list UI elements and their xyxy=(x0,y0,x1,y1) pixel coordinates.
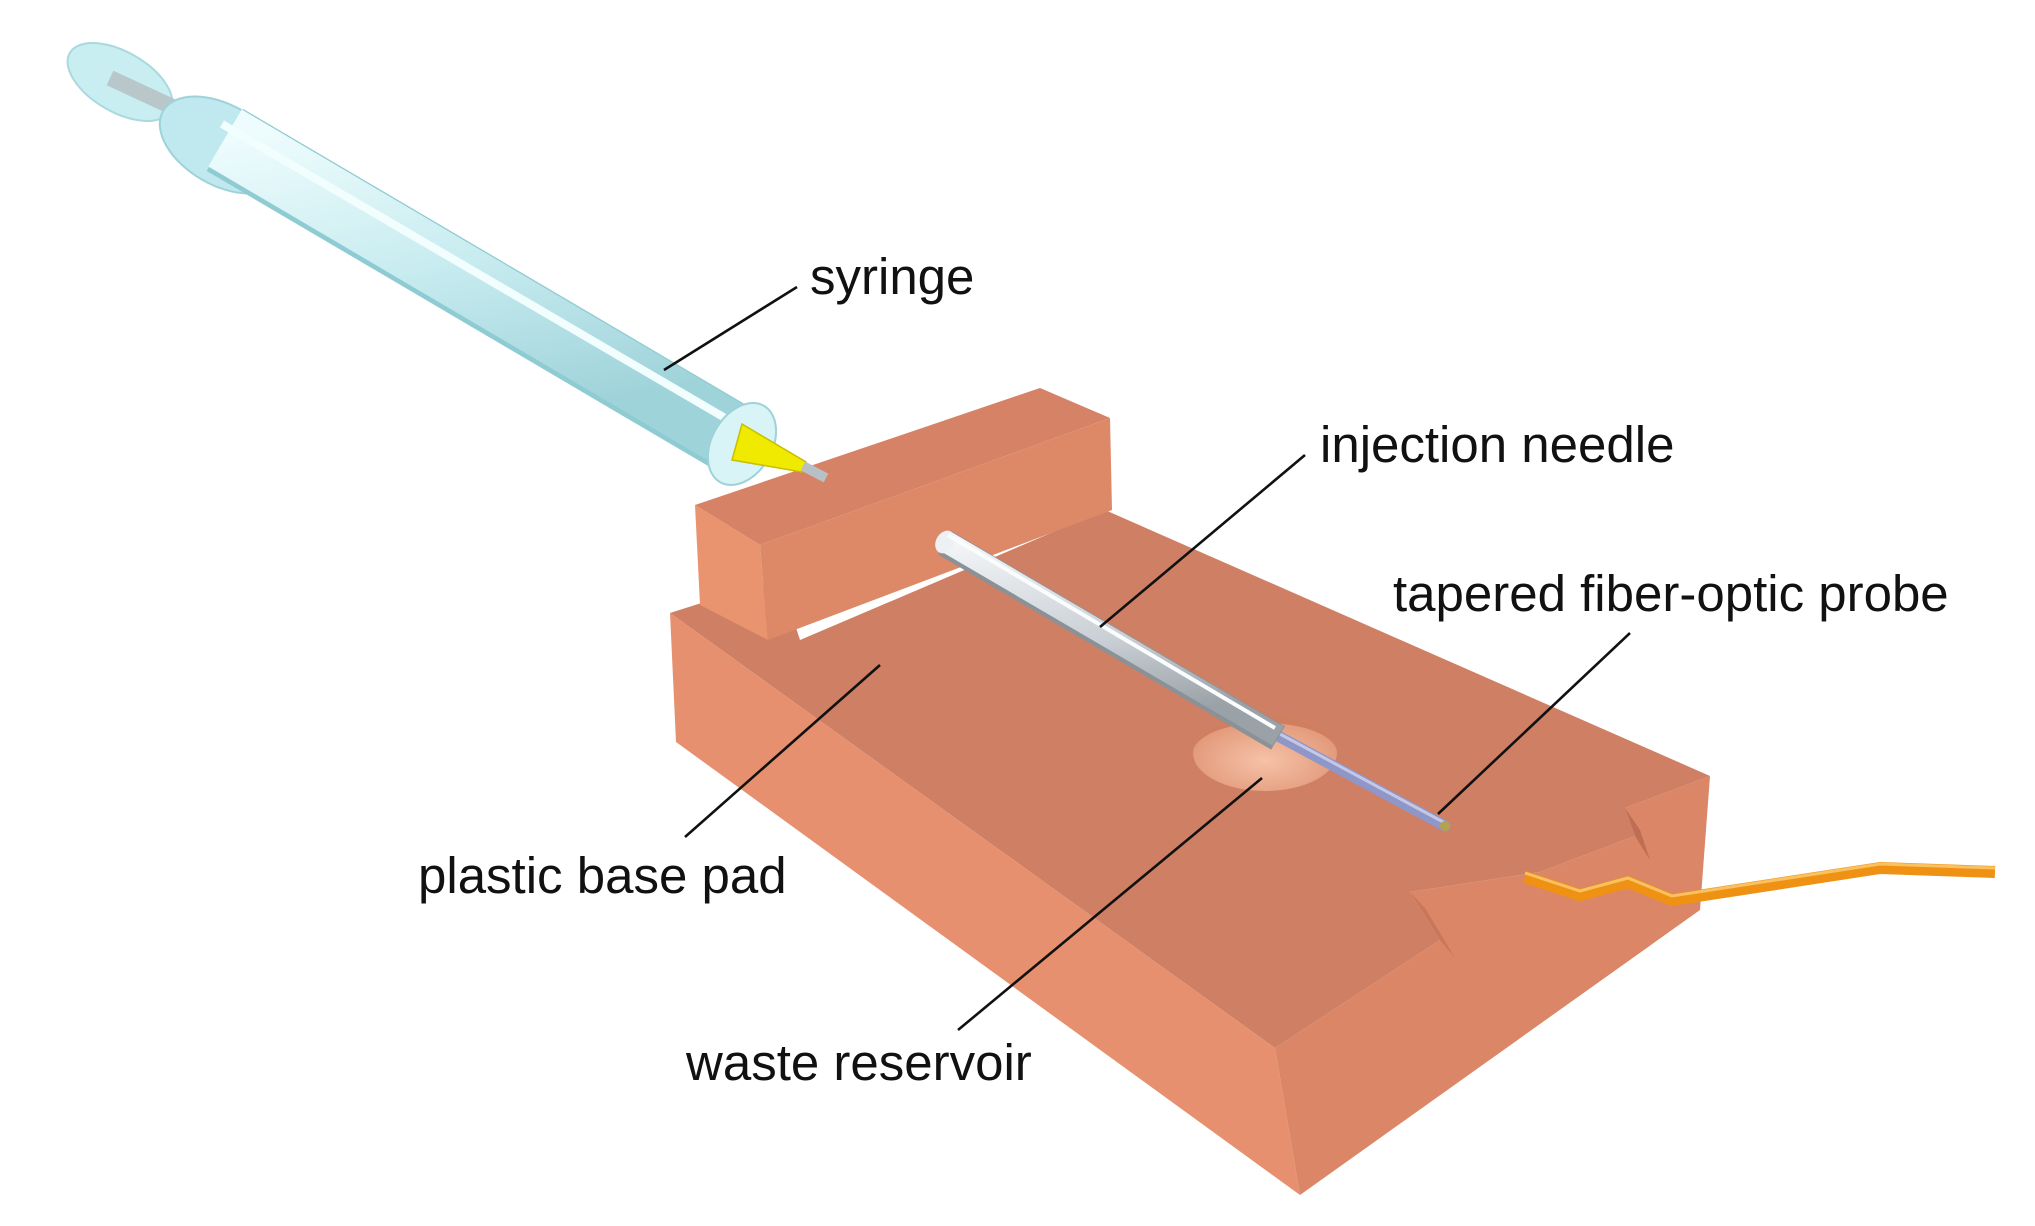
waste-reservoir-label: waste reservoir xyxy=(685,1034,1032,1091)
syringe-luer-tip xyxy=(731,422,807,473)
waste-reservoir-leader-line xyxy=(957,776,1263,1032)
base-pad-notch-wall xyxy=(1625,808,1650,860)
syringe xyxy=(66,42,829,486)
waste-reservoir-hole xyxy=(1193,715,1337,791)
base-pad-label: plastic base pad xyxy=(418,847,787,904)
base-pad-top-face xyxy=(670,510,1710,1048)
base-pad-front-face xyxy=(670,613,1300,1195)
fiber-probe-leader-line xyxy=(1437,632,1631,815)
injection-needle xyxy=(935,530,1285,750)
base-pad-side-face xyxy=(1275,776,1710,1195)
syringe-leader-line xyxy=(663,285,798,372)
base-ridge-side xyxy=(760,418,1112,640)
base-ridge-top xyxy=(695,388,1110,545)
base-pad-leader-line xyxy=(684,664,881,838)
injection-needle-label: injection needle xyxy=(1320,416,1674,473)
plastic-base-pad xyxy=(670,388,1710,1195)
base-pad-notch xyxy=(1410,892,1455,958)
fiber-optic-cable xyxy=(1523,862,1996,906)
injection-needle-leader-line xyxy=(1099,454,1306,628)
tapered-fiber-optic-probe xyxy=(1274,731,1451,832)
syringe-needle-hub xyxy=(800,461,829,483)
base-ridge-front xyxy=(695,505,768,640)
syringe-label: syringe xyxy=(810,248,974,305)
fiber-probe-label: tapered fiber-optic probe xyxy=(1393,565,1949,622)
